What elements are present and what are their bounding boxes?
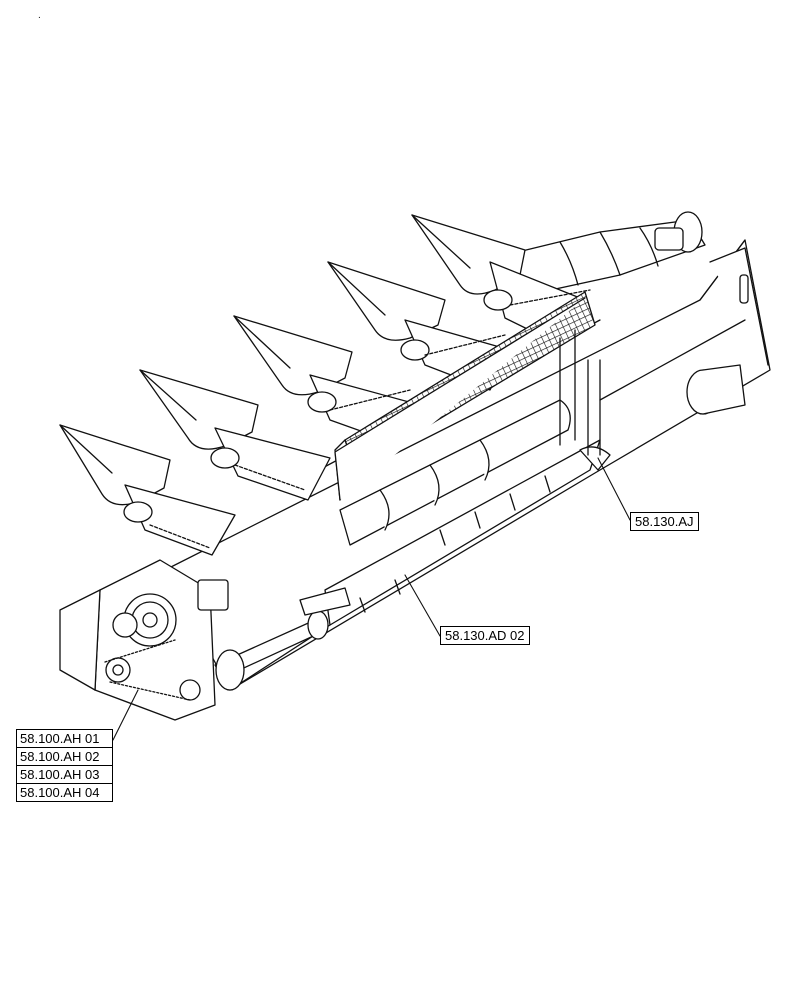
left-gearbox-panel xyxy=(59,559,229,721)
ref-58-100-ah-02[interactable]: 58.100.AH 02 xyxy=(17,748,112,766)
ref-58-130-ad-02[interactable]: 58.130.AD 02 xyxy=(440,626,530,645)
mesh-guard xyxy=(334,291,596,501)
ref-58-100-ah-03[interactable]: 58.100.AH 03 xyxy=(17,766,112,784)
ref-58-100-ah-04[interactable]: 58.100.AH 04 xyxy=(20,785,100,800)
gathering-chains xyxy=(149,289,591,549)
ref-58-130-aj[interactable]: 58.130.AJ xyxy=(630,512,699,531)
driveline-shaft xyxy=(214,587,351,691)
ref-stack-58-100-ah: 58.100.AH 01 58.100.AH 02 58.100.AH 03 5… xyxy=(16,729,113,802)
rear-auger-tube xyxy=(484,211,706,301)
right-drum xyxy=(579,359,746,471)
leader-lines xyxy=(112,457,631,741)
svg-text:.: . xyxy=(38,10,41,21)
ref-58-100-ah-01[interactable]: 58.100.AH 01 xyxy=(17,730,112,748)
